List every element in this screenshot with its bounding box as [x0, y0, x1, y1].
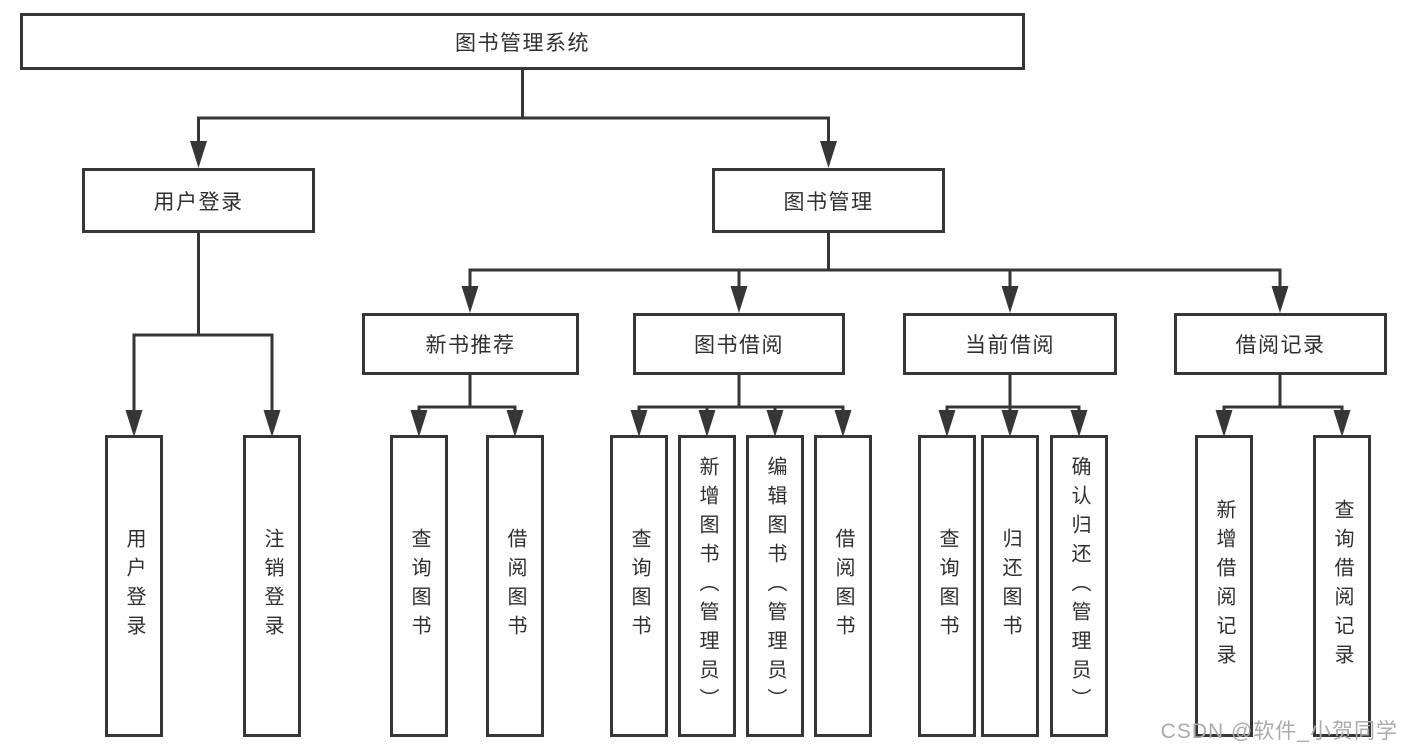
- leaf-label: 用户登录: [123, 528, 145, 644]
- node-book-management-label: 图书管理: [783, 190, 874, 214]
- leaf-logout: 注销登录: [243, 435, 301, 737]
- leaf-query-borrow-record: 查询借阅记录: [1313, 435, 1371, 737]
- leaf-add-book-admin: 新增图书（管理员）: [678, 435, 736, 737]
- leaf-label: 新增图书（管理员）: [696, 455, 718, 717]
- node-book-management: 图书管理: [712, 168, 945, 233]
- node-book-borrow-label: 图书借阅: [694, 334, 784, 357]
- leaf-query-book-3: 查询图书: [918, 435, 976, 737]
- node-root: 图书管理系统: [20, 13, 1025, 70]
- node-current-borrow: 当前借阅: [903, 313, 1117, 375]
- leaf-label: 确认归还（管理员）: [1068, 455, 1090, 717]
- leaf-query-book-2: 查询图书: [610, 435, 668, 737]
- node-root-label: 图书管理系统: [455, 31, 590, 55]
- leaf-label: 查询图书: [628, 528, 650, 644]
- node-current-borrow-label: 当前借阅: [965, 334, 1055, 357]
- leaf-label: 借阅图书: [504, 528, 526, 644]
- leaf-label: 新增借阅记录: [1213, 499, 1235, 673]
- leaf-label: 注销登录: [261, 528, 283, 644]
- node-new-book-recommend-label: 新书推荐: [425, 334, 516, 357]
- leaf-label: 查询图书: [936, 528, 958, 644]
- leaf-borrow-book-1: 借阅图书: [486, 435, 544, 737]
- leaf-label: 查询借阅记录: [1331, 499, 1353, 673]
- leaf-label: 借阅图书: [832, 528, 854, 644]
- leaf-label: 编辑图书（管理员）: [764, 455, 786, 717]
- leaf-edit-book-admin: 编辑图书（管理员）: [746, 435, 804, 737]
- leaf-label: 查询图书: [408, 528, 430, 644]
- leaf-borrow-book-2: 借阅图书: [814, 435, 872, 737]
- leaf-label: 归还图书: [999, 528, 1021, 644]
- leaf-confirm-return-admin: 确认归还（管理员）: [1050, 435, 1108, 737]
- node-book-borrow: 图书借阅: [633, 313, 845, 375]
- node-user-login-label: 用户登录: [153, 190, 244, 214]
- csdn-watermark: CSDN @软件_小贺同学: [1160, 720, 1398, 743]
- leaf-query-book-1: 查询图书: [390, 435, 448, 737]
- leaf-user-login: 用户登录: [105, 435, 163, 737]
- leaf-return-book: 归还图书: [981, 435, 1039, 737]
- node-user-login: 用户登录: [82, 168, 315, 233]
- leaf-add-borrow-record: 新增借阅记录: [1195, 435, 1253, 737]
- node-borrow-records-label: 借阅记录: [1235, 334, 1326, 357]
- node-new-book-recommend: 新书推荐: [362, 313, 579, 375]
- node-borrow-records: 借阅记录: [1174, 313, 1387, 375]
